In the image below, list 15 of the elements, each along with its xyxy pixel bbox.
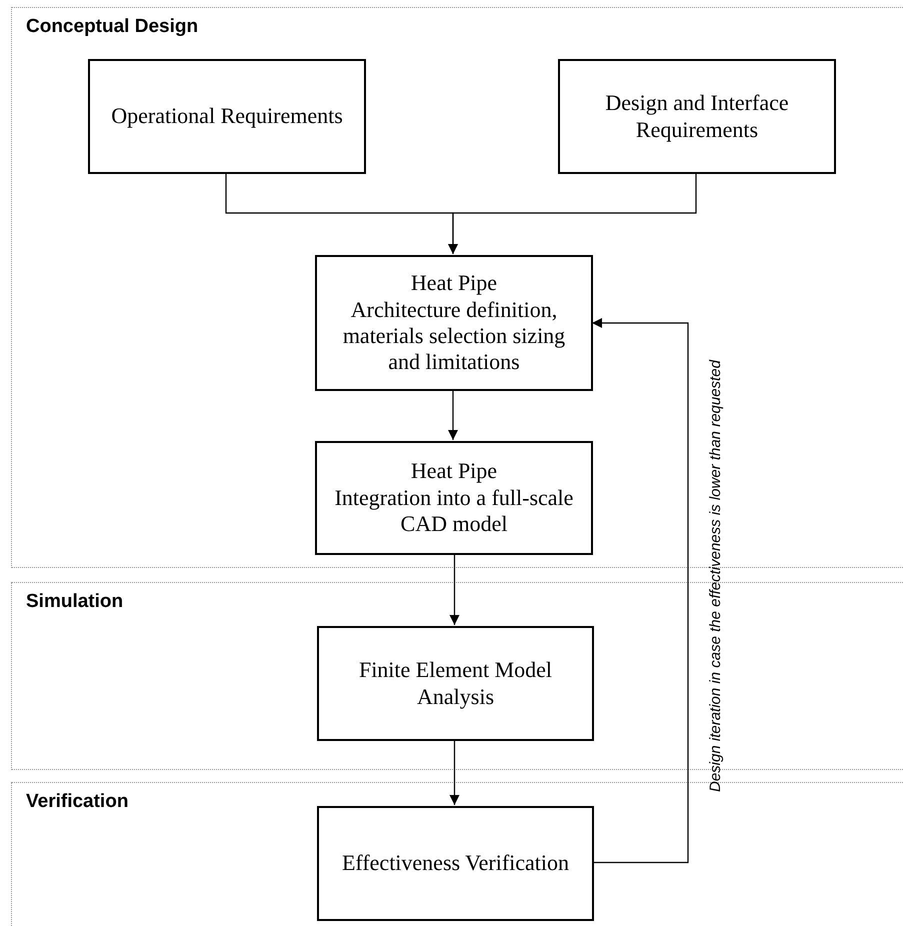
process-box: Operational Requirements xyxy=(88,59,366,174)
process-box: Finite Element Model Analysis xyxy=(317,626,594,741)
arrow xyxy=(450,740,460,805)
process-box: Heat Pipe Architecture definition, materials selection sizing and limitations xyxy=(315,255,593,391)
arrow xyxy=(448,390,458,440)
process-box: Effectiveness Verification xyxy=(317,806,594,921)
section-title: Conceptual Design xyxy=(26,16,198,38)
section-title: Verification xyxy=(26,791,128,813)
section-title: Simulation xyxy=(26,591,124,613)
edge-label: Design iteration in case the effectiveness is lower than requested xyxy=(707,360,724,792)
process-box: Design and Interface Requirements xyxy=(558,59,836,174)
arrow xyxy=(592,318,689,864)
arrow xyxy=(448,173,697,254)
arrow xyxy=(450,554,460,625)
process-box: Heat Pipe Integration into a full-scale CAD model xyxy=(315,441,593,555)
